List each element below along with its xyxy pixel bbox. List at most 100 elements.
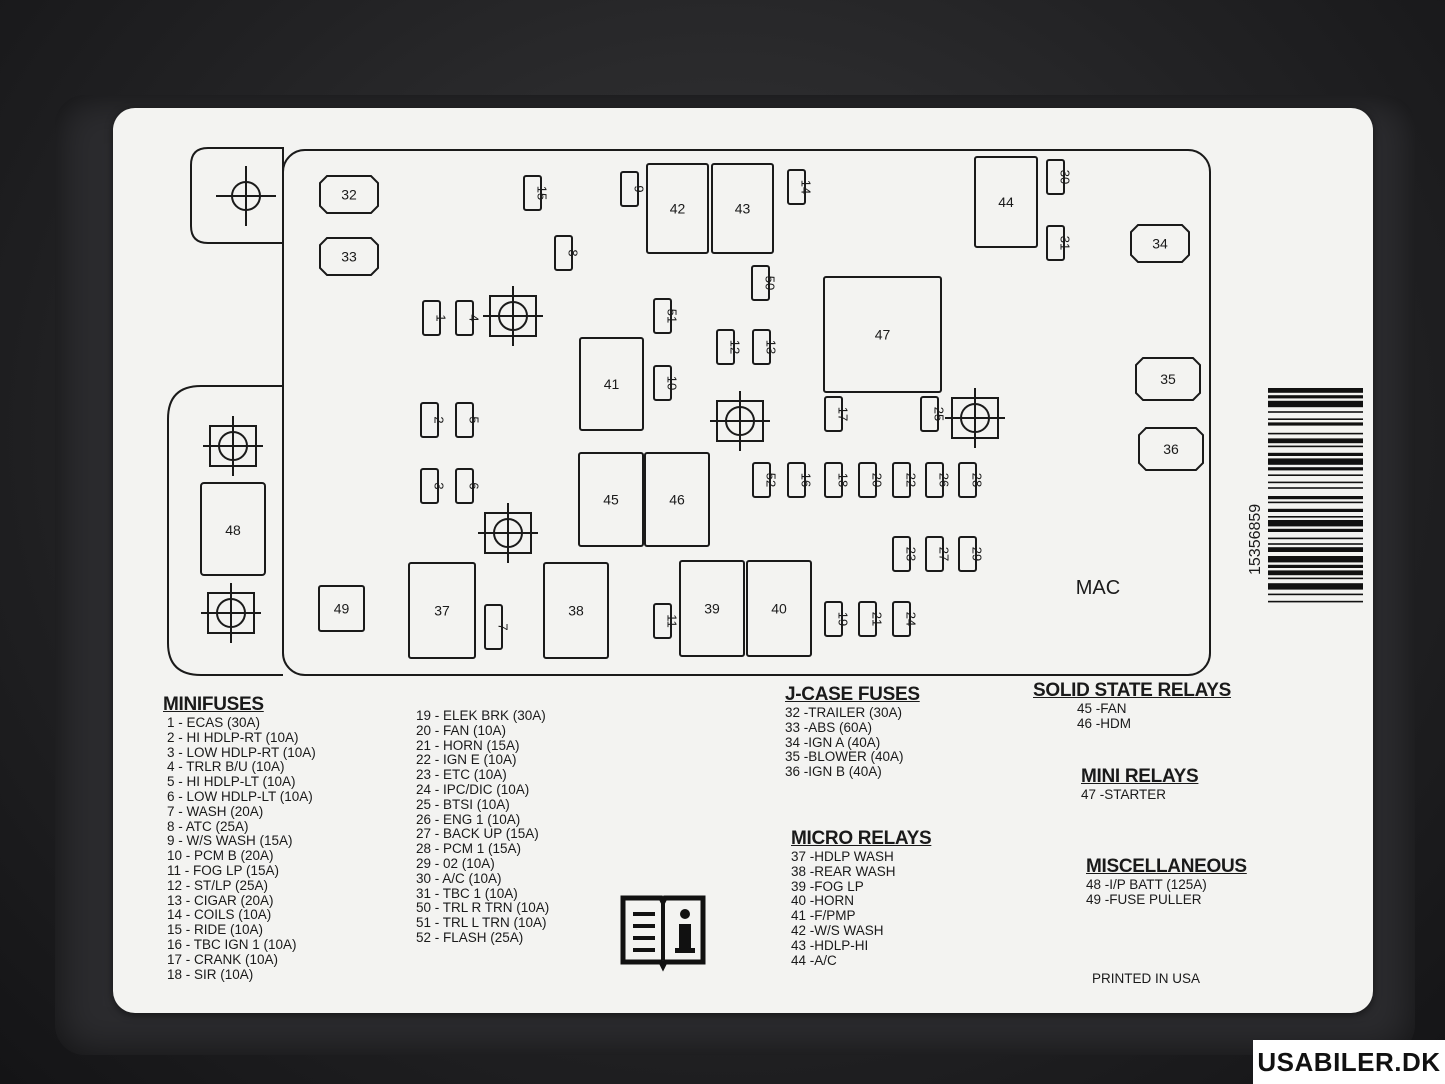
fuse-number: 1: [434, 314, 449, 321]
fuse-number: 31: [1058, 236, 1073, 250]
fuse-slot-37: 37: [408, 562, 476, 659]
fuse-number: 17: [836, 407, 851, 421]
barcode-bar: [1268, 564, 1363, 568]
fuse-number: 38: [568, 603, 584, 619]
fuse-slot-21: 21: [858, 601, 885, 637]
legend-row: 7 - WASH (20A): [167, 803, 264, 819]
fuse-slot-27: 27: [925, 536, 952, 572]
watermark: USABILER.DK: [1253, 1040, 1445, 1084]
legend-row: 16 - TBC IGN 1 (10A): [167, 936, 297, 952]
barcode-bar: [1268, 547, 1363, 552]
misc-list: 48 -I/P BATT (125A)49 -FUSE PULLER: [1086, 877, 1247, 908]
left-top-tab: [190, 147, 284, 258]
fuse-slot-51: 51: [653, 298, 680, 334]
fuse-number: 19: [836, 612, 851, 626]
fuse-slot-2: 2: [420, 402, 447, 438]
fuse-slot-1: 1: [422, 300, 449, 336]
minifuses-section: MINIFUSES 1 - ECAS (30A)2 - HI HDLP-RT (…: [163, 694, 316, 982]
legend-row: 23 - ETC (10A): [416, 767, 507, 783]
minifuses-section-2: 19 - ELEK BRK (30A)20 - FAN (10A)21 - HO…: [416, 708, 549, 946]
legend-row: 43 -HDLP-HI: [791, 937, 869, 953]
legend-row: 51 - TRL L TRN (10A): [416, 915, 547, 931]
legend-row: 21 - HORN (15A): [416, 737, 520, 753]
fuse-slot-20: 20: [858, 462, 885, 498]
mounting-bolt-icon: [478, 503, 538, 563]
fuse-number: 9: [632, 185, 647, 192]
minifuses-title: MINIFUSES: [163, 694, 264, 715]
fuse-slot-23: 23: [892, 536, 919, 572]
legend-row: 22 - IGN E (10A): [416, 752, 517, 768]
fuse-slot-29: 29: [958, 536, 985, 572]
fuse-number: 26: [937, 473, 952, 487]
mounting-bolts: [201, 166, 1005, 643]
fuse-slot-19: 19: [824, 601, 851, 637]
barcode-bar: [1268, 556, 1363, 563]
fuse-number: 35: [1160, 371, 1176, 387]
fuse-slot-43: 43: [711, 163, 774, 254]
barcode-bar: [1268, 508, 1363, 512]
legend-row: 13 - CIGAR (20A): [167, 892, 274, 908]
mounting-bolt-icon: [483, 286, 543, 346]
fuse-slot-16: 16: [787, 462, 814, 498]
fuse-slot-52: 52: [752, 462, 779, 498]
fuse-number: 4: [467, 314, 482, 321]
jcase-title: J-CASE FUSES: [785, 684, 920, 705]
fuse-number: 7: [496, 623, 511, 630]
legend-row: 15 - RIDE (10A): [167, 922, 264, 938]
barcode-bar: [1268, 501, 1363, 504]
fuse-number: 29: [970, 547, 985, 561]
barcode-bar: [1268, 583, 1363, 590]
fuse-number: 12: [728, 340, 743, 354]
fuse-slot-42: 42: [646, 163, 709, 254]
barcode-bar: [1268, 458, 1363, 465]
fuse-slot-41: 41: [579, 337, 644, 431]
fuse-slot-30: 30: [1046, 159, 1073, 195]
fuse-slot-9: 9: [620, 171, 647, 207]
legend-row: 5 - HI HDLP-LT (10A): [167, 774, 296, 790]
legend-row: 52 - FLASH (25A): [416, 929, 524, 945]
mounting-bolt-icon: [945, 388, 1005, 448]
legend-row: 39 -FOG LP: [791, 878, 864, 894]
fuse-slot-50: 50: [751, 265, 778, 301]
fuse-slot-32: 32: [319, 175, 379, 214]
fuse-slot-14: 14: [787, 169, 814, 205]
fuse-slot-8: 8: [554, 235, 581, 271]
legend-row: 45 -FAN: [1077, 701, 1127, 716]
legend-row: 10 - PCM B (20A): [167, 848, 274, 864]
fuse-number: 51: [665, 309, 680, 323]
fuse-slot-45: 45: [578, 452, 644, 547]
barcode-bar: [1268, 537, 1363, 540]
fuse-number: 16: [799, 473, 814, 487]
barcode-bar: [1268, 600, 1363, 603]
legend-row: 2 - HI HDLP-RT (10A): [167, 729, 299, 745]
fuse-slot-5: 5: [455, 402, 482, 438]
fuse-number: 23: [904, 547, 919, 561]
legend-row: 14 - COILS (10A): [167, 907, 272, 923]
part-number: 15356859: [1247, 504, 1264, 575]
barcode-bar: [1268, 593, 1363, 596]
legend-row: 1 - ECAS (30A): [167, 715, 261, 730]
legend-row: 41 -F/PMP: [791, 908, 856, 924]
fuse-number: 41: [604, 376, 620, 392]
legend-row: 12 - ST/LP (25A): [167, 877, 269, 893]
fuse-slot-15: 15: [523, 175, 550, 211]
legend-row: 31 - TBC 1 (10A): [416, 885, 518, 901]
fuse-number: 28: [970, 473, 985, 487]
barcode-bar: [1268, 516, 1363, 518]
fuse-slot-17: 17: [824, 396, 851, 432]
fuse-number: 3: [432, 482, 447, 489]
fuse-number: 10: [665, 376, 680, 390]
barcode-bar: [1268, 422, 1363, 426]
fuse-slot-10: 10: [653, 365, 680, 401]
legend-row: 24 - IPC/DIC (10A): [416, 781, 530, 797]
misc-section: MISCELLANEOUS 48 -I/P BATT (125A)49 -FUS…: [1086, 856, 1247, 908]
barcode-bar: [1268, 496, 1363, 500]
fuse-number: 39: [704, 601, 720, 617]
legend-row: 33 -ABS (60A): [785, 719, 873, 735]
legend-row: 32 -TRAILER (30A): [785, 705, 903, 720]
fuse-slot-35: 35: [1135, 357, 1201, 401]
micro-relays-title: MICRO RELAYS: [791, 828, 932, 849]
